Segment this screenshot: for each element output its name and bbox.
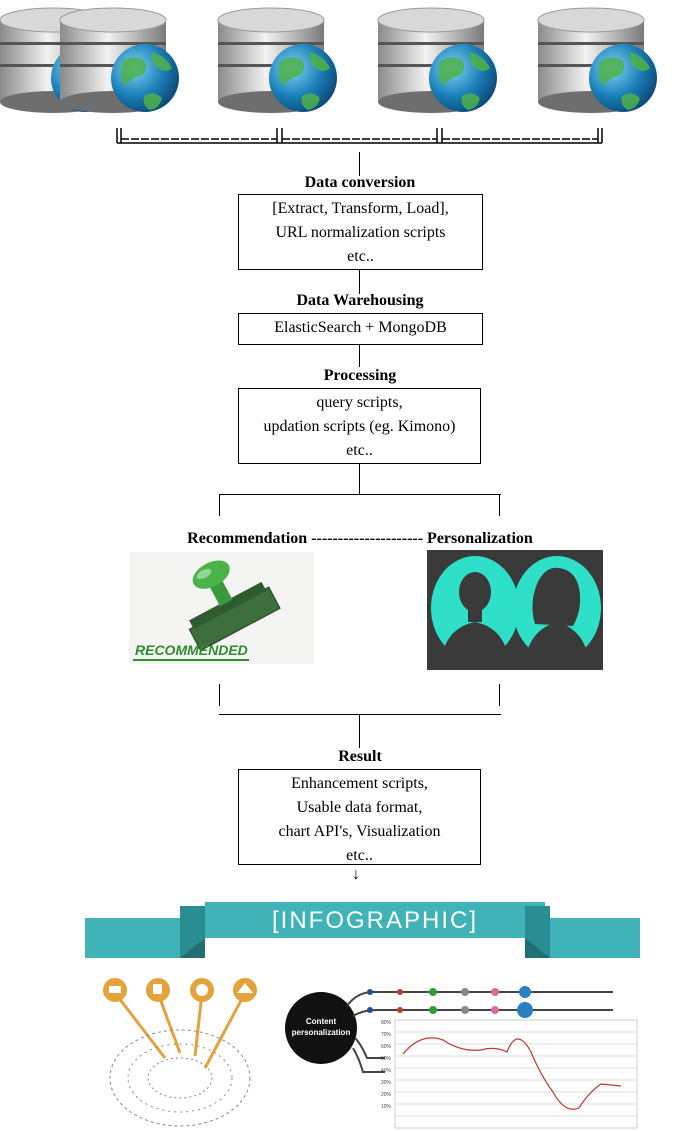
box-line: Enhancement scripts, <box>291 775 428 792</box>
chart-tick: 30% <box>381 1080 392 1086</box>
flow-line <box>359 270 360 294</box>
data-warehousing-title: Data Warehousing <box>296 292 424 309</box>
box-line: etc.. <box>347 248 374 265</box>
result-box: Enhancement scripts, Usable data format,… <box>238 769 481 865</box>
flow-line <box>219 684 220 706</box>
chart-line <box>402 1037 622 1110</box>
flow-line <box>499 494 500 516</box>
data-conversion-box: [Extract, Transform, Load], URL normaliz… <box>238 194 483 270</box>
chart-tick: 60% <box>381 1044 392 1050</box>
infographic-banner-text: [INFOGRAPHIC] <box>272 907 478 934</box>
male-silhouette-icon <box>441 572 509 662</box>
box-line: ElasticSearch + MongoDB <box>274 319 447 336</box>
database-icons <box>0 7 658 144</box>
merge-bracket <box>116 128 603 144</box>
flow-line <box>219 494 220 516</box>
database-server-icon <box>377 7 498 114</box>
personalization-avatars-image <box>427 550 603 670</box>
processing-title: Processing <box>323 367 397 384</box>
branch-labels: Recommendation --------------------- Per… <box>140 530 580 548</box>
flow-line <box>359 464 360 494</box>
chart-tick: 50% <box>381 1056 392 1062</box>
box-line: URL normalization scripts <box>275 224 446 241</box>
flow-line <box>359 714 360 748</box>
processing-box: query scripts, updation scripts (eg. Kim… <box>238 388 481 464</box>
flow-line <box>359 345 360 367</box>
branch-connector: --------------------- <box>311 530 424 547</box>
result-title: Result <box>338 748 382 765</box>
network-cloud <box>109 1029 251 1127</box>
box-line: etc.. <box>346 442 373 459</box>
merge-line <box>219 714 501 715</box>
infographic-image: [INFOGRAPHIC] Content personalization <box>85 902 640 1129</box>
female-silhouette-icon <box>525 567 589 662</box>
box-line: Usable data format, <box>296 799 423 816</box>
down-arrow-icon: ↓ <box>352 866 360 883</box>
split-line <box>219 494 501 495</box>
box-line: updation scripts (eg. Kimono) <box>263 418 456 435</box>
content-circle-line: personalization <box>292 1028 351 1037</box>
database-server-icon <box>537 7 658 114</box>
chart-tick: 70% <box>381 1032 392 1038</box>
data-conversion-title: Data conversion <box>304 174 416 191</box>
recommendation-title: Recommendation <box>187 530 308 547</box>
database-server-icon <box>59 7 180 114</box>
stamp-text: RECOMMENDED <box>135 642 248 658</box>
box-line: chart API's, Visualization <box>278 823 441 840</box>
box-line: etc.. <box>346 847 373 864</box>
box-line: query scripts, <box>316 394 403 411</box>
flow-line <box>359 152 360 176</box>
personalization-title: Personalization <box>427 530 533 547</box>
chart-tick: 80% <box>381 1020 392 1026</box>
recommended-stamp-image: RECOMMENDED <box>129 552 314 664</box>
flow-line <box>499 684 500 706</box>
content-circle-line: Content <box>306 1017 337 1026</box>
data-warehousing-box: ElasticSearch + MongoDB <box>238 313 483 345</box>
chart-tick: 20% <box>381 1092 392 1098</box>
chart-tick: 40% <box>381 1068 392 1074</box>
database-server-icon <box>217 7 338 114</box>
box-line: [Extract, Transform, Load], <box>272 200 449 217</box>
chart-tick: 10% <box>381 1104 392 1110</box>
